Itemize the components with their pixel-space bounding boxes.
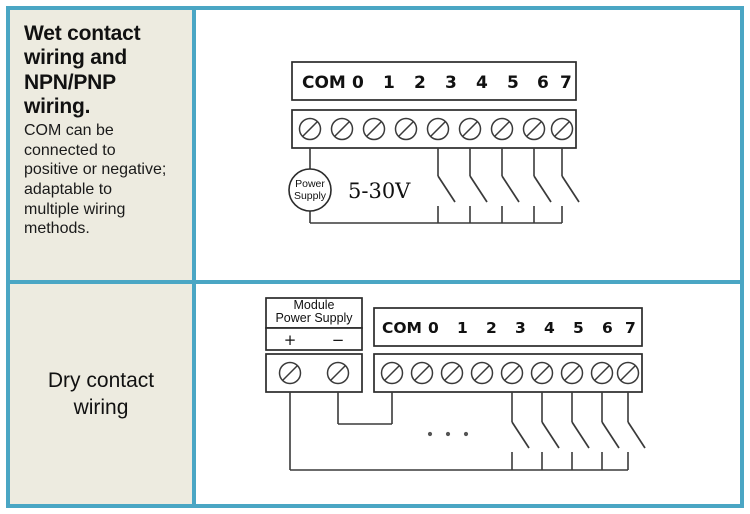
switch-contact xyxy=(571,392,590,470)
terminal-label-box xyxy=(291,61,577,101)
screw-terminal-icon xyxy=(440,361,464,385)
terminal-label-5: 5 xyxy=(573,319,584,337)
terminal-label-com: COM xyxy=(302,73,346,93)
switch-contact xyxy=(541,392,560,470)
switch-contact xyxy=(501,148,520,223)
terminal-label-0: 0 xyxy=(428,319,439,337)
screw-terminal-icon xyxy=(470,361,494,385)
screw-terminal-icon xyxy=(278,361,302,385)
wet-contact-subtext: COM can be connected to positive or nega… xyxy=(24,122,167,238)
screw-terminal-icon xyxy=(490,117,514,141)
screw-terminal-icon xyxy=(616,361,640,385)
terminal-label-7: 7 xyxy=(625,319,636,337)
screw-terminal-icon xyxy=(500,361,524,385)
terminal-label-2: 2 xyxy=(486,319,497,337)
terminal-label-6: 6 xyxy=(537,73,549,93)
switch-contact xyxy=(601,392,620,470)
screw-terminal-icon xyxy=(550,117,574,141)
power-supply-label-line1: Power xyxy=(295,178,325,190)
screw-terminal-icon xyxy=(410,361,434,385)
module-power-supply-label-box xyxy=(265,297,363,329)
terminal-label-1: 1 xyxy=(457,319,468,337)
terminal-label-com: COM xyxy=(382,319,422,337)
wet-contact-heading: Wet contact wiring and NPN/PNP wiring. xyxy=(24,22,141,119)
wet-contact-diagram-cell: COM 0 1 2 3 4 5 6 7 xyxy=(196,10,740,280)
terminal-label-4: 4 xyxy=(544,319,555,337)
power-supply-symbol xyxy=(288,168,332,212)
table-row: Dry contact wiring Module Power Supply +… xyxy=(10,280,740,504)
module-minus-label: − xyxy=(332,331,345,349)
screw-terminals xyxy=(380,361,640,385)
terminal-label-6: 6 xyxy=(602,319,613,337)
switch-contact xyxy=(533,148,552,223)
screw-terminal-icon xyxy=(530,361,554,385)
screw-terminals xyxy=(298,117,574,141)
module-label-line1: Module xyxy=(294,298,335,312)
terminal-label-group: COM 0 1 2 3 4 5 6 7 xyxy=(382,319,636,337)
screw-terminal-icon xyxy=(426,117,450,141)
terminal-label-box xyxy=(373,307,643,347)
switch-contact xyxy=(561,148,580,223)
screw-terminal-icon xyxy=(394,117,418,141)
terminal-label-7: 7 xyxy=(560,73,572,93)
screw-terminal-icon xyxy=(326,361,350,385)
switch-contact xyxy=(437,148,456,223)
wet-contact-label-cell: Wet contact wiring and NPN/PNP wiring. C… xyxy=(10,10,196,280)
wet-contact-schematic: COM 0 1 2 3 4 5 6 7 xyxy=(288,61,580,224)
dry-contact-diagram-cell: Module Power Supply + − xyxy=(196,284,740,504)
screw-terminal-icon xyxy=(330,117,354,141)
terminal-label-5: 5 xyxy=(507,73,519,93)
minus-to-com-wiring xyxy=(337,392,393,425)
terminal-label-0: 0 xyxy=(352,73,364,93)
switch-contact xyxy=(469,148,488,223)
table-row: Wet contact wiring and NPN/PNP wiring. C… xyxy=(10,10,740,280)
switch-contact xyxy=(627,392,646,470)
dry-contact-heading: Dry contact wiring xyxy=(47,368,155,419)
screw-terminal-icon xyxy=(298,117,322,141)
module-plus-label: + xyxy=(284,331,297,349)
terminal-label-3: 3 xyxy=(515,319,526,337)
terminal-label-2: 2 xyxy=(414,73,426,93)
dry-contact-schematic: Module Power Supply + − xyxy=(265,297,646,471)
module-polarity-box xyxy=(265,327,363,351)
comparison-table: Wet contact wiring and NPN/PNP wiring. C… xyxy=(6,6,744,508)
screw-terminal-icon xyxy=(560,361,584,385)
voltage-label: 5-30V xyxy=(348,179,411,203)
power-supply-label-line2: Supply xyxy=(294,190,327,202)
terminal-label-4: 4 xyxy=(476,73,488,93)
dry-contact-label-cell: Dry contact wiring xyxy=(10,284,196,504)
terminal-label-3: 3 xyxy=(445,73,457,93)
screw-terminal-icon xyxy=(362,117,386,141)
screw-terminal-icon xyxy=(522,117,546,141)
com-supply-wiring: Power Supply xyxy=(288,148,332,223)
ellipsis-dots xyxy=(427,431,469,437)
switch-contact xyxy=(511,392,530,470)
module-label-line2: Power Supply xyxy=(275,311,353,325)
screw-terminal-icon xyxy=(458,117,482,141)
terminal-label-group: COM 0 1 2 3 4 5 6 7 xyxy=(302,73,572,93)
terminal-label-1: 1 xyxy=(383,73,395,93)
screw-terminal-icon xyxy=(380,361,404,385)
screw-terminal-icon xyxy=(590,361,614,385)
